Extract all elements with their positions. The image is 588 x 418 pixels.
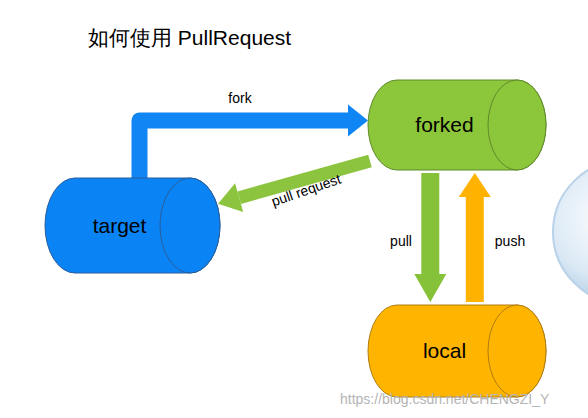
node-label: target: [93, 214, 147, 238]
arrow-head: [459, 173, 491, 197]
arrow-shaft: [421, 173, 439, 274]
diagram-title: 如何使用 PullRequest: [88, 24, 291, 52]
edge-label: pull request: [269, 171, 343, 210]
cylinder-cap: [160, 178, 220, 273]
cylinder-node: target: [45, 178, 220, 273]
arrow-head: [414, 274, 446, 302]
block-arrow: [414, 173, 446, 302]
node-label: local: [423, 339, 466, 363]
cylinder-node: local: [368, 305, 546, 397]
arrow-shaft: [466, 197, 484, 302]
cylinder-body: [368, 80, 546, 170]
edge-label: fork: [228, 90, 251, 106]
watermark: https://blog.csdn.net/CHENGZI_Y: [340, 391, 549, 407]
globe-illustration: [553, 160, 588, 304]
edge-label: pull: [390, 233, 412, 249]
block-arrow: [459, 173, 491, 302]
arrow-head: [218, 183, 243, 212]
arrow-head: [348, 105, 368, 137]
cylinder-body: [368, 305, 546, 397]
cylinder-node: forked: [368, 80, 546, 170]
cylinder-cap: [488, 305, 546, 397]
cylinder-cap: [488, 80, 546, 170]
block-arrow: [218, 161, 370, 212]
node-label: forked: [415, 113, 473, 137]
cylinder-body: [45, 178, 220, 273]
edge-label: push: [495, 233, 525, 249]
